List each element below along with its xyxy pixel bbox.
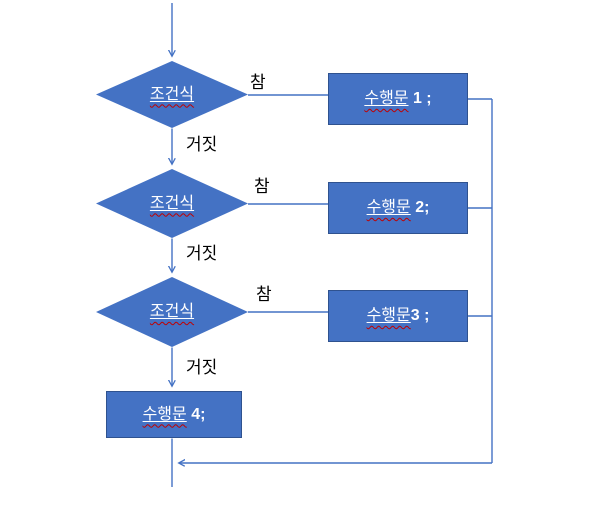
edge-label-true-2: 참: [254, 177, 270, 196]
process-box-1: 수행문 1 ;: [328, 73, 468, 125]
edge-label-false-3: 거짓: [186, 358, 218, 377]
process-3-label: 수행문3 ;: [366, 307, 430, 325]
edge-label-true-3: 참: [256, 285, 272, 304]
process-1-label: 수행문 1 ;: [364, 90, 432, 108]
process-4-label: 수행문 4;: [142, 405, 206, 423]
decision-3-label: 조건식: [149, 303, 195, 321]
process-box-3: 수행문3 ;: [328, 290, 468, 342]
decision-1-label: 조건식: [149, 85, 195, 103]
edge-label-true-1: 참: [250, 73, 266, 92]
process-box-2: 수행문 2;: [328, 182, 468, 234]
process-box-4: 수행문 4;: [106, 391, 242, 438]
edge-label-false-1: 거짓: [186, 135, 218, 154]
process-2-label: 수행문 2;: [366, 199, 430, 217]
edge-label-false-2: 거짓: [186, 244, 218, 263]
decision-2-label: 조건식: [149, 194, 195, 212]
